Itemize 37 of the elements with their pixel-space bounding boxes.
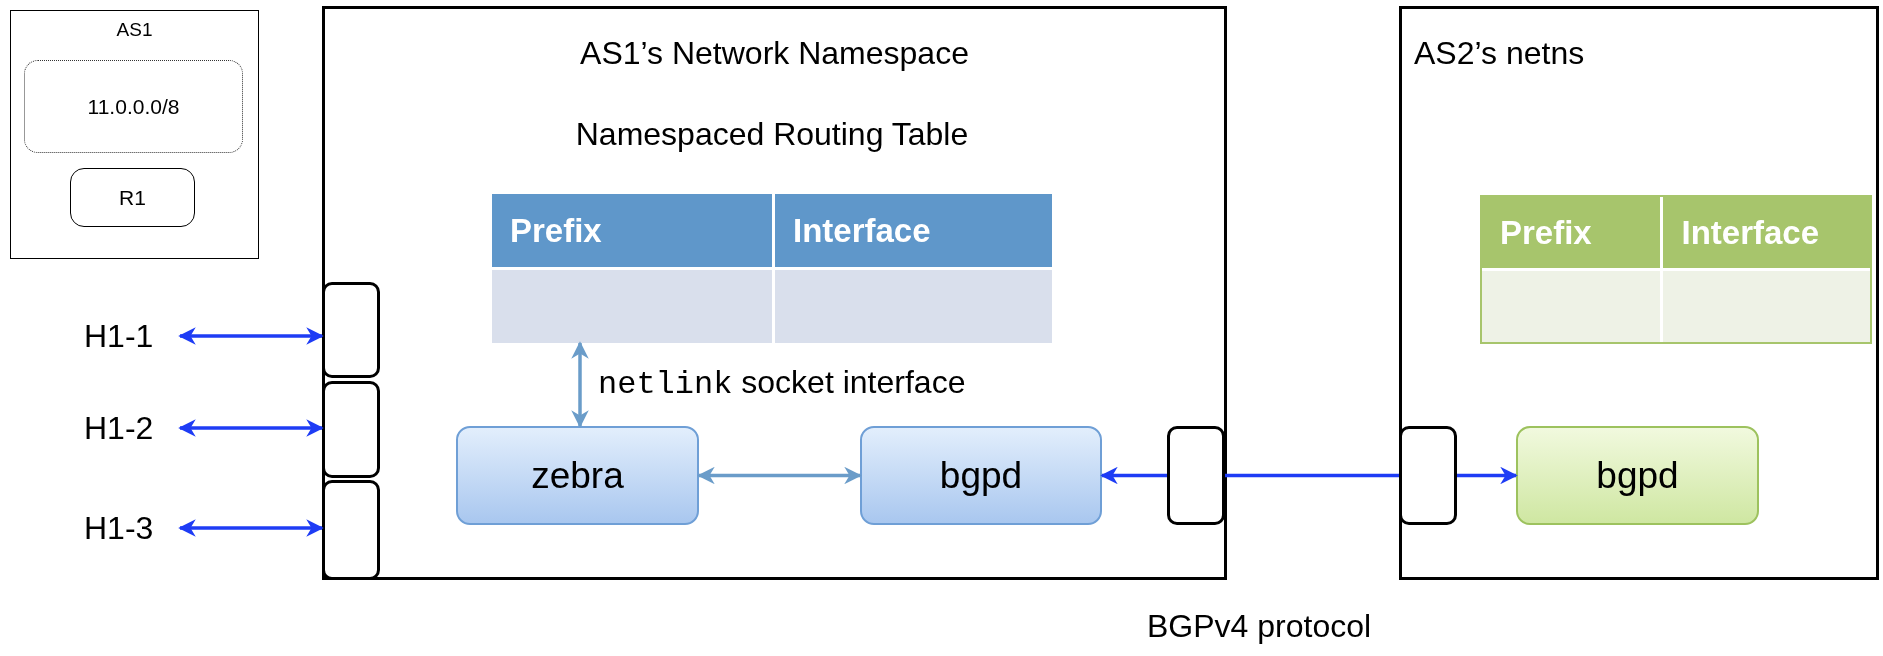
column-header: Interface <box>1663 197 1870 268</box>
daemon-box <box>456 426 699 525</box>
column-header: Prefix <box>1482 197 1661 268</box>
host-label: H1-2 <box>84 409 154 447</box>
namespace-box <box>322 6 1227 580</box>
arrow <box>697 466 862 485</box>
host-label: H1-1 <box>84 317 154 355</box>
daemon-box <box>860 426 1102 525</box>
router-box <box>70 168 195 227</box>
router-label: R1 <box>119 185 146 209</box>
namespace-title: AS2’s netns <box>1414 35 1585 71</box>
interface-port <box>322 480 380 580</box>
protocol-label: BGPv4 protocol <box>1147 608 1372 644</box>
namespace-box <box>1399 6 1879 580</box>
interface-port <box>322 381 380 478</box>
daemon-label: bgpd <box>939 454 1023 497</box>
namespace-title: AS1’s Network Namespace <box>580 35 969 71</box>
system-title: AS1 <box>116 19 153 40</box>
column-header: Interface <box>775 194 1052 267</box>
daemon-label: zebra <box>531 454 624 497</box>
interface-port <box>1167 426 1225 525</box>
column-header: Prefix <box>492 194 772 267</box>
arrow <box>1100 466 1167 485</box>
routing-table <box>1480 195 1872 344</box>
interface-port <box>1399 426 1457 525</box>
arrow <box>571 341 589 428</box>
prefix-text: 11.0.0.0/8 <box>87 94 180 118</box>
arrow <box>178 327 324 345</box>
arrow <box>1457 466 1518 485</box>
table-title: Namespaced Routing Table <box>575 116 969 152</box>
system-box <box>10 10 259 259</box>
interface-port <box>322 282 380 378</box>
host-label: H1-3 <box>84 509 154 547</box>
daemon-label: bgpd <box>1596 454 1679 497</box>
daemon-box <box>1516 426 1759 525</box>
arrow <box>178 519 324 537</box>
arrow <box>178 419 324 437</box>
